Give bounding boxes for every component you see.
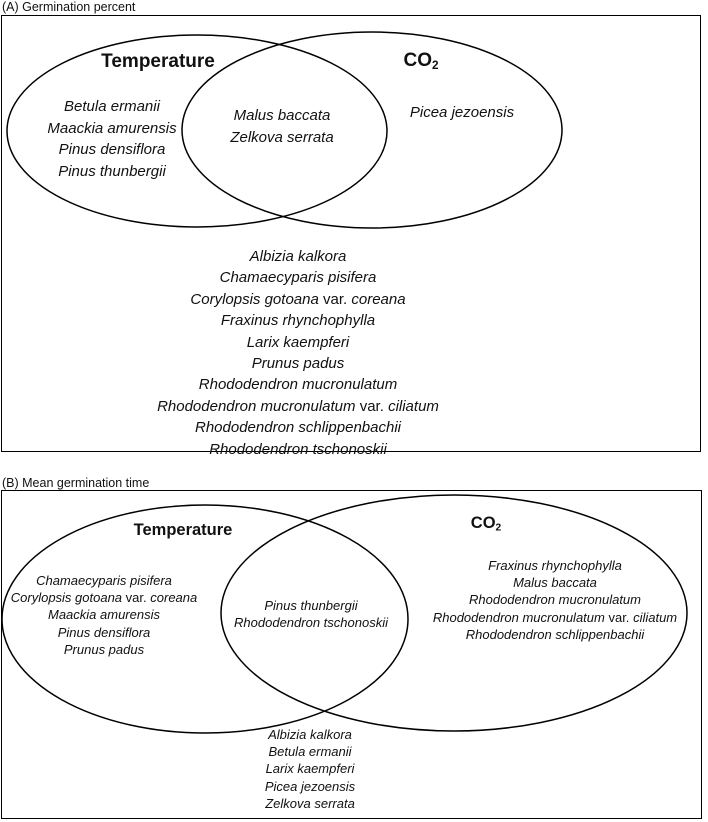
panel-a-co2-only-list: Picea jezoensis xyxy=(392,102,532,124)
infraspecific-name: ciliatum xyxy=(388,397,439,415)
species-item: Rhododendron mucronulatum var. ciliatum xyxy=(412,609,698,626)
species-name: Chamaecyparis pisifera xyxy=(219,269,377,287)
species-name: Rhododendron tschonoskii xyxy=(209,440,387,458)
species-item: Rhododendron mucronulatum var. ciliatum xyxy=(88,396,508,417)
infraspecific-name: coreana xyxy=(351,290,406,308)
species-name: Corylopsis gotoana xyxy=(10,590,123,606)
species-name: Fraxinus rhynchophylla xyxy=(488,558,622,573)
panel-b-temperature-heading: Temperature xyxy=(133,521,233,539)
species-item: Pinus densiflora xyxy=(2,624,206,641)
panel-b-frame xyxy=(1,490,702,819)
co2-main-text: CO xyxy=(403,50,432,71)
species-item: Corylopsis gotoana var. coreana xyxy=(88,289,508,310)
panel-b-label: (B) Mean germination time xyxy=(2,476,150,490)
species-item: Rhododendron schlippenbachii xyxy=(412,626,698,643)
species-item: Picea jezoensis xyxy=(409,104,515,121)
taxon-rank: var. xyxy=(608,609,630,625)
species-name: Albizia kalkora xyxy=(249,248,347,265)
co2-subscript: 2 xyxy=(495,522,502,534)
species-name: Larix kaempferi xyxy=(246,333,350,351)
panel-b-co2-circle xyxy=(220,494,688,732)
species-item: Picea jezoensis xyxy=(264,778,356,794)
co2-subscript: 2 xyxy=(431,58,439,72)
taxon-rank: var. xyxy=(359,397,384,415)
species-item: Fraxinus rhynchophylla xyxy=(412,557,698,574)
panel-a-temperature-heading: Temperature xyxy=(101,51,215,72)
species-name: Prunus padus xyxy=(63,641,145,657)
species-item: Prunus padus xyxy=(88,353,508,374)
species-item: Chamaecyparis pisifera xyxy=(88,267,508,288)
species-item: Maackia amurensis xyxy=(47,119,177,137)
species-item: Betula ermanii xyxy=(268,744,352,760)
species-item: Malus baccata xyxy=(233,107,331,124)
species-item: Zelkova serrata xyxy=(230,128,334,146)
species-item: Pinus thunbergii xyxy=(58,162,166,180)
species-name: Corylopsis gotoana xyxy=(190,290,319,308)
species-item: Betula ermanii xyxy=(64,98,160,115)
species-item: Rhododendron schlippenbachii xyxy=(88,417,508,438)
taxon-rank: var. xyxy=(323,290,348,308)
species-name: Rhododendron mucronulatum xyxy=(157,397,356,415)
panel-a-co2-heading: CO2 xyxy=(388,48,454,79)
species-item: Corylopsis gotoana var. coreana xyxy=(2,589,206,606)
species-item: Zelkova serrata xyxy=(265,795,355,811)
taxon-rank: var. xyxy=(125,590,147,606)
species-item: Rhododendron tschonoskii xyxy=(88,439,508,460)
species-item: Rhododendron tschonoskii xyxy=(234,615,388,631)
species-item: Rhododendron mucronulatum xyxy=(88,374,508,395)
species-item: Chamaecyparis pisifera xyxy=(2,572,206,589)
species-item: Albizia kalkora xyxy=(88,246,508,267)
species-item: Larix kaempferi xyxy=(88,332,508,353)
species-name: Rhododendron mucronulatum xyxy=(432,609,605,625)
species-name: Chamaecyparis pisifera xyxy=(36,573,172,588)
species-name: Fraxinus rhynchophylla xyxy=(220,312,376,330)
panel-a-temperature-circle xyxy=(6,34,388,228)
species-item: Albizia kalkora xyxy=(268,727,352,742)
panel-b-temperature-circle xyxy=(1,504,409,734)
species-name: Rhododendron schlippenbachii xyxy=(465,626,645,642)
species-item: Rhododendron mucronulatum xyxy=(412,591,698,608)
species-item: Prunus padus xyxy=(2,641,206,658)
species-name: Rhododendron schlippenbachii xyxy=(195,419,401,437)
species-name: Rhododendron mucronulatum xyxy=(469,592,641,608)
species-name: Malus baccata xyxy=(513,575,597,591)
infraspecific-name: ciliatum xyxy=(633,609,678,625)
species-item: Maackia amurensis xyxy=(2,606,206,623)
species-name: Maackia amurensis xyxy=(48,607,160,623)
panel-a-co2-circle xyxy=(181,31,563,229)
panel-a-frame xyxy=(1,15,701,452)
co2-main-text: CO xyxy=(470,514,496,532)
species-item: Fraxinus rhynchophylla xyxy=(88,310,508,331)
species-item: Pinus densiflora xyxy=(58,141,166,158)
species-item: Malus baccata xyxy=(412,574,698,591)
species-name: Prunus padus xyxy=(251,355,345,373)
species-item: Pinus thunbergii xyxy=(264,598,358,613)
infraspecific-name: coreana xyxy=(150,590,198,606)
species-name: Pinus densiflora xyxy=(57,624,151,640)
panel-b-co2-heading: CO2 xyxy=(456,512,516,540)
species-item: Larix kaempferi xyxy=(265,761,355,777)
panel-a-label: (A) Germination percent xyxy=(2,0,136,14)
species-name: Rhododendron mucronulatum xyxy=(198,376,398,394)
